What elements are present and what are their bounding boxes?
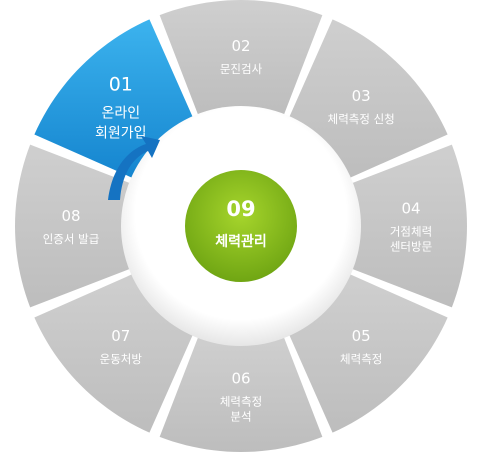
step-05-segment [288,273,448,433]
step-04-label-2: 센터방문 [390,240,432,254]
step-04-label-1: 거점체력 [390,225,432,239]
step-01-segment [34,19,194,179]
step-06-segment [159,336,323,452]
step-08-number: 08 [61,207,80,225]
step-07-number: 07 [111,327,130,345]
step-04-number: 04 [401,200,420,218]
center-circle [183,168,299,284]
step-08[interactable]: 08 인증서 발급 [15,144,131,308]
center-number: 09 [226,197,255,221]
step-03-number: 03 [352,87,371,105]
step-04-segment [351,144,467,308]
step-03-segment [288,19,448,179]
step-02-label-1: 문진검사 [220,62,263,76]
step-06-label-2: 분석 [230,410,251,424]
step-05-number: 05 [352,327,371,345]
step-07-segment [34,273,194,433]
center-label: 체력관리 [215,233,267,250]
step-01-label-1: 온라인 [101,105,140,121]
step-02[interactable]: 02 문진검사 [159,0,323,116]
step-05-label-1: 체력측정 [340,352,382,366]
step-08-segment [15,144,131,308]
step-01-number: 01 [109,73,133,95]
center-step[interactable]: 09 체력관리 [183,168,299,284]
step-02-number: 02 [231,37,250,55]
step-06-number: 06 [231,370,250,388]
step-08-label-1: 인증서 발급 [43,232,100,246]
step-06-label-1: 체력측정 [220,395,262,409]
step-01-label-2: 회원가입 [95,125,147,141]
arrow-icon [108,136,160,200]
step-02-segment [159,0,323,116]
step-05[interactable]: 05 체력측정 [288,273,448,433]
step-07[interactable]: 07 운동처방 [34,273,194,433]
step-03[interactable]: 03 체력측정 신청 [288,19,448,179]
step-03-label-1: 체력측정 신청 [328,112,395,126]
step-07-label-1: 운동처방 [100,352,143,366]
